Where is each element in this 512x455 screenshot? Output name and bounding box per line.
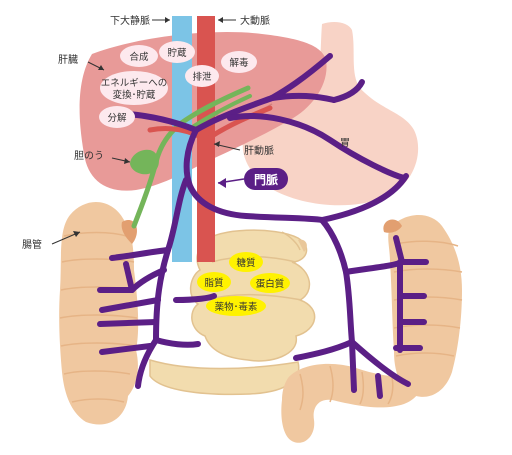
pointer-lines	[51, 17, 241, 245]
bile-duct	[131, 85, 251, 229]
aorta-label: 大動脈	[240, 14, 270, 27]
svg-text:脂質: 脂質	[204, 277, 223, 289]
stomach-label: 胃	[340, 137, 350, 149]
svg-text:蛋白質: 蛋白質	[256, 278, 285, 290]
intestine-label: 腸管	[22, 238, 42, 251]
ivc-label: 下大静脈	[110, 14, 150, 27]
liver-label: 肝臓	[58, 54, 78, 66]
portal-vein-badge: 門脈	[217, 168, 288, 190]
svg-text:門脈: 門脈	[254, 172, 278, 187]
portal-vein-network	[97, 53, 429, 399]
hepatic-artery	[147, 105, 273, 143]
svg-text:薬物･毒素: 薬物･毒素	[215, 301, 258, 313]
svg-text:糖質: 糖質	[236, 257, 255, 269]
svg-text:変換･貯蔵: 変換･貯蔵	[113, 89, 156, 101]
lipid-bubble: 脂質	[197, 272, 231, 292]
svg-text:合成: 合成	[129, 51, 149, 63]
liver-function-bubbles: 合成 貯蔵 解毒 排泄 エネルギーへの 変換･貯蔵 分解	[99, 41, 257, 128]
energy-bubble: エネルギーへの 変換･貯蔵	[100, 71, 168, 105]
synthesis-bubble: 合成	[120, 45, 158, 67]
excretion-bubble: 排泄	[185, 65, 219, 87]
small-intestine	[149, 229, 316, 396]
storage-bubble: 貯蔵	[159, 41, 195, 63]
nutrient-bubbles: 糖質 脂質 蛋白質 薬物･毒素	[197, 252, 290, 316]
svg-text:貯蔵: 貯蔵	[167, 47, 187, 59]
svg-text:解毒: 解毒	[229, 57, 249, 69]
svg-text:分解: 分解	[107, 112, 127, 124]
detox-bubble: 解毒	[221, 51, 257, 73]
svg-text:排泄: 排泄	[192, 71, 212, 83]
svg-text:エネルギーへの: エネルギーへの	[101, 78, 168, 89]
sugar-bubble: 糖質	[229, 252, 263, 272]
decomposition-bubble: 分解	[99, 106, 135, 128]
stomach	[242, 22, 419, 206]
hepatic-artery-label: 肝動脈	[244, 144, 274, 157]
drugs-toxins-bubble: 薬物･毒素	[206, 296, 266, 316]
sigmoid-colon	[281, 363, 422, 443]
protein-bubble: 蛋白質	[250, 273, 290, 293]
gallbladder	[130, 149, 159, 175]
gallbladder-label: 胆のう	[74, 150, 104, 162]
